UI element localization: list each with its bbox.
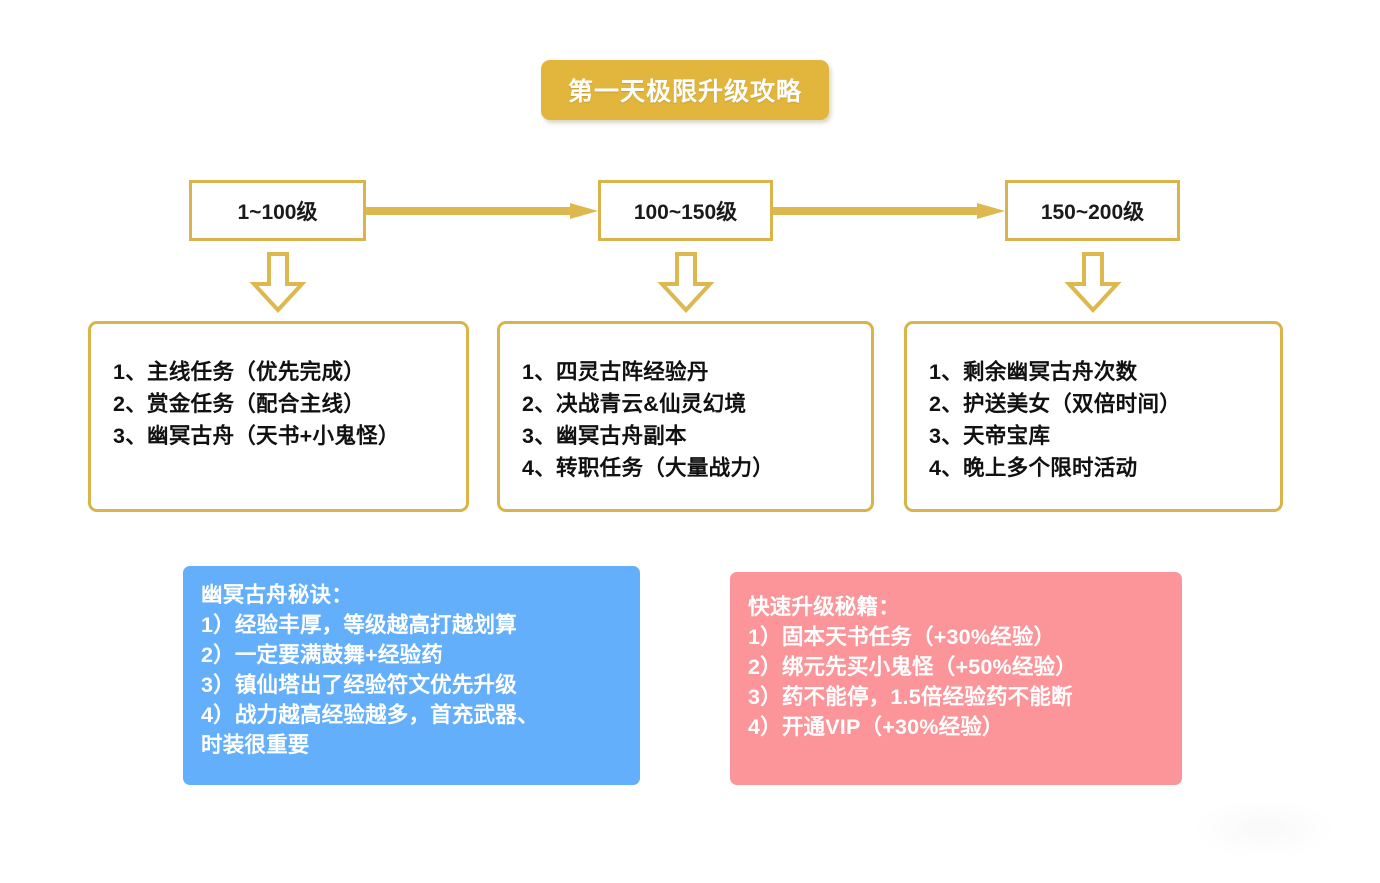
down-arrow-icon [247, 252, 309, 314]
stage-box-2: 100~150级 [598, 180, 773, 241]
task-line: 1、主线任务（优先完成） [113, 360, 366, 384]
task-line: 3、幽冥古舟（天书+小鬼怪） [113, 424, 400, 448]
task-list-box-1: 1、主线任务（优先完成） 2、赏金任务（配合主线） 3、幽冥古舟（天书+小鬼怪） [88, 321, 469, 512]
task-line: 4、晚上多个限时活动 [929, 456, 1138, 480]
tip-line: 3）药不能停，1.5倍经验药不能断 [748, 685, 1073, 709]
down-arrow-icon [655, 252, 717, 314]
stage-box-3: 150~200级 [1005, 180, 1180, 241]
tip-panel-heading: 快速升级秘籍： [748, 595, 900, 619]
task-line: 2、决战青云&仙灵幻境 [522, 392, 747, 416]
stage-label: 100~150级 [633, 200, 738, 224]
arrow-head [570, 203, 598, 219]
tip-line: 1）固本天书任务（+30%经验） [748, 625, 1056, 649]
tip-panel-ghost-ship: 幽冥古舟秘诀： 1）经验丰厚，等级越高打越划算 2）一定要满鼓舞+经验药 3）镇… [183, 566, 640, 785]
stage-label: 1~100级 [237, 200, 318, 224]
tip-line: 3）镇仙塔出了经验符文优先升级 [201, 673, 517, 697]
task-line: 3、天帝宝库 [929, 424, 1051, 448]
right-arrow-icon [366, 203, 598, 219]
down-arrow-icon [1062, 252, 1124, 314]
stage-box-1: 1~100级 [189, 180, 366, 241]
right-arrow-icon [773, 203, 1005, 219]
tip-line: 4）开通VIP（+30%经验） [748, 715, 1004, 739]
background-watermark [1194, 799, 1334, 859]
stage-label: 150~200级 [1040, 200, 1145, 224]
task-line: 3、幽冥古舟副本 [522, 424, 687, 448]
arrow-head [977, 203, 1005, 219]
tip-line: 2）一定要满鼓舞+经验药 [201, 643, 443, 667]
tip-line: 1）经验丰厚，等级越高打越划算 [201, 613, 517, 637]
task-line: 2、护送美女（双倍时间） [929, 392, 1182, 416]
task-line: 4、转职任务（大量战力） [522, 456, 775, 480]
tip-panel-fast-leveling: 快速升级秘籍： 1）固本天书任务（+30%经验） 2）绑元先买小鬼怪（+50%经… [730, 572, 1182, 785]
task-line: 1、四灵古阵经验丹 [522, 360, 709, 384]
tip-line: 2）绑元先买小鬼怪（+50%经验） [748, 655, 1077, 679]
tip-line: 4）战力越高经验越多，首充武器、 [201, 703, 539, 727]
arrow-shaft [366, 207, 570, 215]
task-list-box-3: 1、剩余幽冥古舟次数 2、护送美女（双倍时间） 3、天帝宝库 4、晚上多个限时活… [904, 321, 1283, 512]
page-title: 第一天极限升级攻略 [567, 78, 802, 106]
arrow-shaft [773, 207, 977, 215]
task-list-box-2: 1、四灵古阵经验丹 2、决战青云&仙灵幻境 3、幽冥古舟副本 4、转职任务（大量… [497, 321, 874, 512]
tip-panel-heading: 幽冥古舟秘诀： [201, 583, 353, 607]
task-line: 2、赏金任务（配合主线） [113, 392, 366, 416]
page-title-banner: 第一天极限升级攻略 [541, 60, 829, 120]
task-line: 1、剩余幽冥古舟次数 [929, 360, 1138, 384]
tip-line: 时装很重要 [201, 733, 310, 757]
